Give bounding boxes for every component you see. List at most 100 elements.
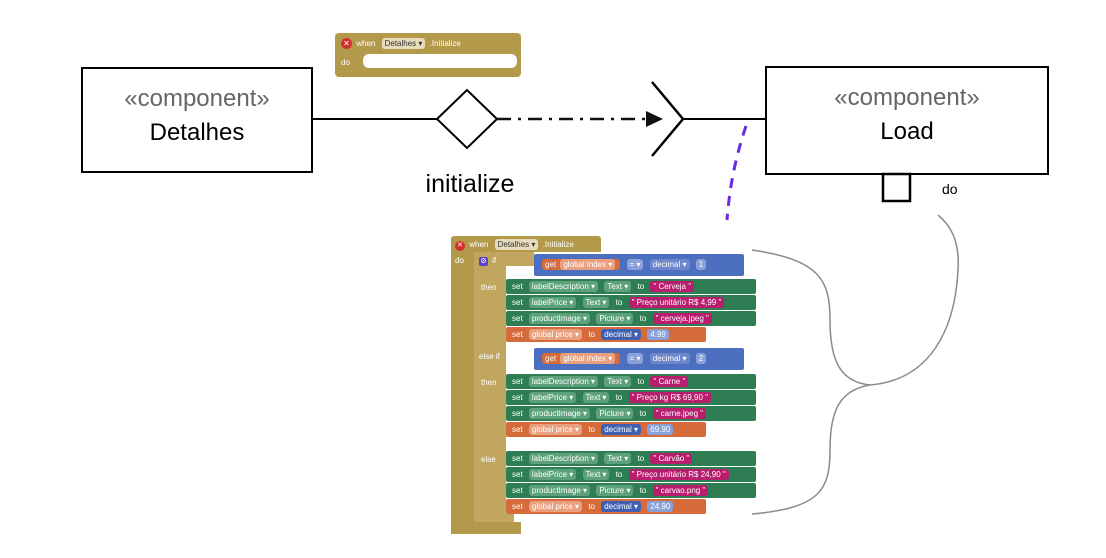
number-block[interactable]: decimal ▾ — [649, 259, 690, 270]
variable-label: global price — [531, 502, 573, 511]
to-keyword: to — [615, 470, 623, 479]
get-block[interactable]: get global index ▾ — [542, 259, 621, 270]
text-block[interactable]: " Carvão " — [650, 453, 693, 464]
number-block[interactable]: decimal ▾ — [601, 329, 642, 340]
set-keyword: set — [512, 330, 523, 339]
component-name-load: Load — [880, 118, 933, 145]
set-description-row[interactable]: set labelDescription ▾ Text ▾ to " Carne… — [506, 374, 756, 389]
operator-label: = — [629, 260, 635, 269]
text-value: Preço kg R$ 69,90 — [636, 393, 703, 402]
text-block[interactable]: " Preço unitário R$ 4,99 " — [628, 297, 725, 308]
variable-dropdown[interactable]: global price ▾ — [528, 501, 583, 512]
gear-icon[interactable]: ⚙ — [479, 257, 488, 266]
text-value: Carvão — [658, 454, 685, 463]
component-dropdown-label: Detalhes — [497, 240, 530, 249]
text-block[interactable]: " Preço unitário R$ 24,90 " — [628, 469, 729, 480]
to-keyword: to — [639, 409, 647, 418]
text-block[interactable]: " carne.jpeg " — [652, 408, 707, 419]
component-dropdown[interactable]: productImage ▾ — [528, 408, 591, 419]
property-dropdown[interactable]: Picture ▾ — [596, 485, 634, 496]
variable-dropdown[interactable]: global price ▾ — [528, 329, 583, 340]
initialize-event-block[interactable]: ✕ when Detalhes ▾ .Initialize do ⚙ if ge… — [451, 236, 756, 534]
component-dropdown[interactable]: labelDescription ▾ — [528, 281, 599, 292]
number-block[interactable]: decimal ▾ — [601, 501, 642, 512]
set-global-price-row[interactable]: set global price ▾ to decimal ▾ 4.99 — [506, 327, 706, 342]
set-keyword: set — [512, 393, 523, 402]
property-dropdown[interactable]: Text ▾ — [604, 453, 632, 464]
number-value[interactable]: 2 — [695, 353, 707, 364]
set-price-row[interactable]: set labelPrice ▾ Text ▾ to " Preço kg R$… — [506, 390, 756, 405]
component-dropdown[interactable]: labelPrice ▾ — [528, 392, 577, 403]
then-keyword: then — [481, 283, 497, 292]
to-keyword: to — [615, 298, 623, 307]
property-dropdown[interactable]: Text ▾ — [604, 376, 632, 387]
property-dropdown[interactable]: Text ▾ — [582, 392, 610, 403]
text-block[interactable]: " Preço kg R$ 69,90 " — [628, 392, 711, 403]
component-dropdown[interactable]: labelPrice ▾ — [528, 469, 577, 480]
variable-dropdown[interactable]: global index ▾ — [560, 259, 616, 270]
component-dropdown[interactable]: Detalhes ▾ — [494, 239, 539, 250]
text-block[interactable]: " carvao.png " — [652, 485, 709, 496]
if-frame-bottom — [474, 514, 514, 522]
to-keyword: to — [637, 282, 645, 291]
error-icon: ✕ — [341, 38, 352, 50]
connector-diamond[interactable] — [435, 88, 499, 150]
number-value[interactable]: 69.90 — [647, 424, 674, 435]
decimal-label: decimal — [604, 425, 632, 434]
to-keyword: to — [588, 425, 595, 434]
text-block[interactable]: " Cerveja " — [650, 281, 695, 292]
operator-dropdown[interactable]: = ▾ — [626, 259, 644, 270]
component-box-load[interactable] — [765, 66, 1049, 175]
text-value: Preço unitário R$ 4,99 — [636, 298, 717, 307]
property-dropdown[interactable]: Text ▾ — [582, 297, 610, 308]
variable-dropdown[interactable]: global price ▾ — [528, 424, 583, 435]
number-block[interactable]: decimal ▾ — [601, 424, 642, 435]
number-value[interactable]: 1 — [695, 259, 707, 270]
operator-dropdown[interactable]: = ▾ — [626, 353, 644, 364]
set-global-price-row[interactable]: set global price ▾ to decimal ▾ 69.90 — [506, 422, 706, 437]
property-dropdown[interactable]: Picture ▾ — [596, 313, 634, 324]
number-value[interactable]: 24.90 — [647, 501, 674, 512]
small-event-block[interactable]: ✕ when Detalhes ▾ .Initialize do — [335, 33, 521, 77]
purple-link-curve — [725, 125, 748, 221]
set-price-row[interactable]: set labelPrice ▾ Text ▾ to " Preço unitá… — [506, 467, 756, 482]
variable-label: global index — [563, 354, 607, 363]
event-frame-bottom — [451, 522, 521, 534]
component-dropdown[interactable]: labelDescription ▾ — [528, 376, 599, 387]
text-value: cerveja.jpeg — [660, 314, 704, 323]
text-block[interactable]: " Carne " — [650, 376, 689, 387]
component-dropdown[interactable]: labelPrice ▾ — [528, 297, 577, 308]
set-description-row[interactable]: set labelDescription ▾ Text ▾ to " Carvã… — [506, 451, 756, 466]
to-keyword: to — [637, 377, 645, 386]
get-block[interactable]: get global index ▾ — [542, 353, 621, 364]
set-global-price-row[interactable]: set global price ▾ to decimal ▾ 24.90 — [506, 499, 706, 514]
number-block[interactable]: decimal ▾ — [649, 353, 690, 364]
property-dropdown[interactable]: Text ▾ — [582, 469, 610, 480]
variable-label: global index — [563, 260, 607, 269]
component-dropdown[interactable]: productImage ▾ — [528, 313, 591, 324]
number-value[interactable]: 4.99 — [647, 329, 669, 340]
to-keyword: to — [588, 330, 595, 339]
set-description-row[interactable]: set labelDescription ▾ Text ▾ to " Cerve… — [506, 279, 756, 294]
text-block[interactable]: " cerveja.jpeg " — [652, 313, 712, 324]
error-icon: ✕ — [455, 241, 465, 251]
condition-2[interactable]: get global index ▾ = ▾ decimal ▾ 2 — [534, 348, 744, 370]
if-frame-left — [474, 252, 506, 520]
condition-1[interactable]: get global index ▾ = ▾ decimal ▾ 1 — [534, 254, 744, 276]
component-dropdown[interactable]: productImage ▾ — [528, 485, 591, 496]
property-dropdown[interactable]: Text ▾ — [604, 281, 632, 292]
variable-dropdown[interactable]: global index ▾ — [560, 353, 616, 364]
get-keyword: get — [545, 354, 557, 363]
to-keyword: to — [639, 486, 647, 495]
component-box-detalhes[interactable] — [81, 67, 313, 173]
component-dropdown-label: Detalhes — [384, 39, 417, 48]
component-dropdown[interactable]: labelDescription ▾ — [528, 453, 599, 464]
property-dropdown[interactable]: Picture ▾ — [596, 408, 634, 419]
set-price-row[interactable]: set labelPrice ▾ Text ▾ to " Preço unitá… — [506, 295, 756, 310]
set-image-row[interactable]: set productImage ▾ Picture ▾ to " cervej… — [506, 311, 756, 326]
set-image-row[interactable]: set productImage ▾ Picture ▾ to " carvao… — [506, 483, 756, 498]
set-image-row[interactable]: set productImage ▾ Picture ▾ to " carne.… — [506, 406, 756, 421]
component-dropdown[interactable]: Detalhes ▾ — [381, 38, 426, 49]
event-name: .Initialize — [542, 240, 574, 249]
